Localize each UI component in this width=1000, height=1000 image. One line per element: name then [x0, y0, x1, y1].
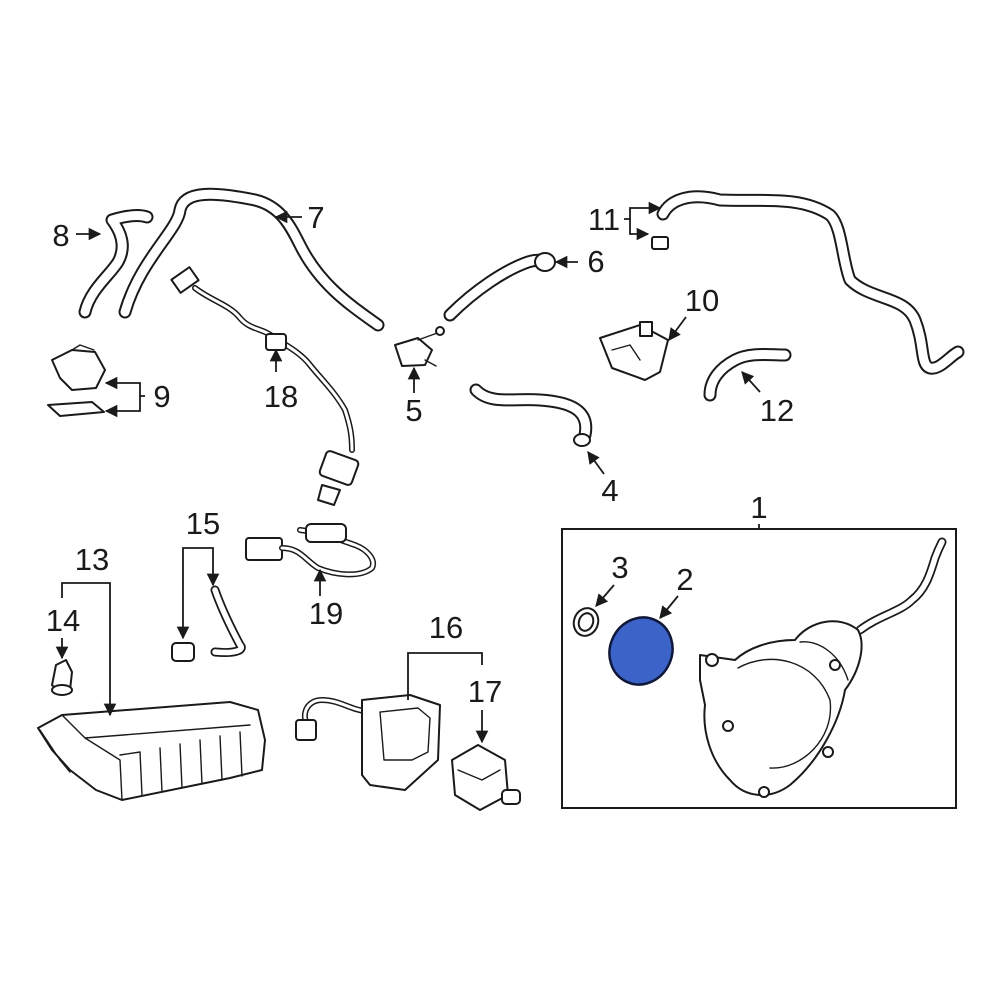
part-1-vacuum-pump[interactable] — [699, 537, 947, 798]
part-6-hose[interactable] — [443, 252, 556, 322]
part-10-valve[interactable] — [599, 321, 669, 381]
callout-3: 3 — [611, 550, 628, 585]
callout-9: 9 — [153, 379, 170, 414]
callout-17: 17 — [468, 674, 502, 709]
part-16-valve[interactable] — [295, 694, 441, 791]
callout-6: 6 — [587, 244, 604, 279]
part-19-sensor[interactable] — [245, 523, 376, 578]
part-14-clip[interactable] — [51, 659, 73, 696]
callout-1: 1 — [750, 490, 767, 525]
part-11-hose[interactable] — [651, 190, 965, 375]
part-18-sensor[interactable] — [170, 266, 360, 506]
callout-8: 8 — [52, 218, 69, 253]
part-4-hose[interactable] — [469, 383, 593, 447]
callout-11: 11 — [588, 202, 620, 237]
callout-2: 2 — [676, 562, 693, 597]
callout-13: 13 — [75, 542, 109, 577]
callout-15: 15 — [186, 506, 220, 541]
part-9-bracket[interactable] — [47, 344, 106, 417]
callout-18: 18 — [264, 379, 298, 414]
part-7-hose[interactable] — [118, 187, 385, 332]
callout-7: 7 — [307, 200, 324, 235]
part-2-gasket[interactable] — [599, 607, 684, 695]
part-17-valve[interactable] — [451, 744, 521, 811]
callout-14: 14 — [46, 603, 80, 638]
callout-10: 10 — [685, 283, 719, 318]
callout-4: 4 — [601, 473, 618, 508]
part-13-canister[interactable] — [37, 701, 266, 801]
part-3-o-ring[interactable] — [570, 605, 602, 640]
callout-19: 19 — [309, 596, 343, 631]
callout-labels: 1 2 3 4 5 6 7 8 9 10 11 12 13 14 15 16 1… — [46, 200, 794, 709]
part-8-hose[interactable] — [78, 209, 154, 319]
callout-5: 5 — [405, 393, 422, 428]
callout-12: 12 — [760, 393, 794, 428]
part-5-valve[interactable] — [394, 326, 445, 367]
leader-lines — [55, 201, 761, 744]
part-12-hose[interactable] — [703, 347, 792, 402]
callout-16: 16 — [429, 610, 463, 645]
part-15-hose[interactable] — [171, 585, 246, 662]
